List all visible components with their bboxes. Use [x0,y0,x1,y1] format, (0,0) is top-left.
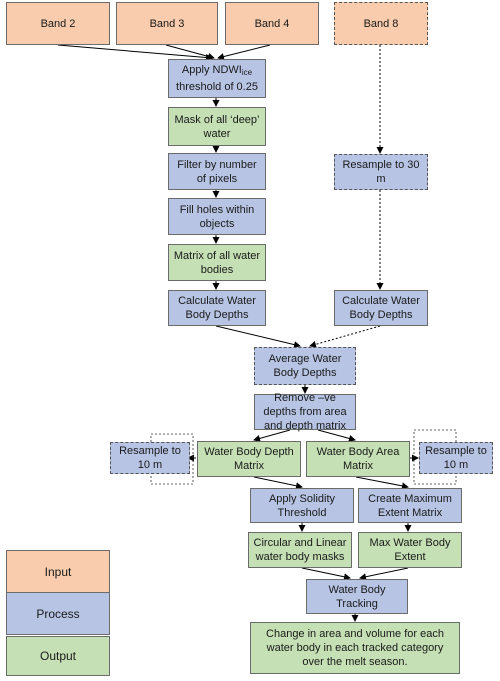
calc-depth-right-label: Calculate Water Body Depths [342,295,420,321]
band-2-label: Band 2 [40,17,76,30]
matrix-water-bodies-box: Matrix of all water bodies [168,244,266,281]
band-2-box: Band 2 [6,2,110,45]
average-depths-label: Average Water Body Depths [268,353,342,379]
edge-area-maxextent [355,476,409,490]
max-extent-matrix-label: Create Maximum Extent Matrix [368,492,452,519]
resample-30m-label: Resample to 30 m [342,159,420,185]
circular-linear-masks-box: Circular and Linear water body masks [248,532,352,568]
max-extent-label: Max Water Body Extent [369,537,451,563]
edge-band2-ndwi [57,44,213,61]
legend-output: Output [6,636,110,676]
edge-remove-depth [253,429,291,442]
calc-depth-right-box: Calculate Water Body Depths [334,290,428,326]
band-3-box: Band 3 [116,2,218,45]
filter-pixels-label: Filter by number of pixels [177,158,257,185]
depth-matrix-label: Water Body Depth Matrix [204,446,294,472]
max-extent-matrix-box: Create Maximum Extent Matrix [358,488,462,523]
calc-depth-left-box: Calculate Water Body Depths [168,290,266,326]
filter-pixels-box: Filter by number of pixels [168,153,266,190]
legend-process: Process [6,592,110,635]
mask-deep-water-box: Mask of all ‘deep’ water [168,107,266,146]
legend-output-label: Output [39,649,77,663]
fill-holes-label: Fill holes within objects [179,203,255,230]
band-8-label: Band 8 [363,17,399,30]
fill-holes-box: Fill holes within objects [168,198,266,235]
resample-10m-left-box: Resample to 10 m [110,442,190,474]
area-matrix-label: Water Body Area Matrix [316,446,400,472]
resample-10m-left-label: Resample to 10 m [119,445,181,471]
legend-process-label: Process [36,606,80,621]
tracking-label: Water Body Tracking [328,583,386,610]
edge-max-tracking [359,567,409,581]
solidity-threshold-box: Apply Solidity Threshold [250,488,354,523]
max-extent-box: Max Water Body Extent [358,532,462,568]
average-depths-box: Average Water Body Depths [254,347,356,385]
band-4-label: Band 4 [254,17,290,30]
edge-remove-area [317,429,356,442]
band-3-label: Band 3 [149,17,185,30]
change-result-box: Change in area and volume for each water… [250,622,460,674]
edge-band3-ndwi [165,44,215,60]
tracking-box: Water Body Tracking [306,579,408,614]
solidity-threshold-label: Apply Solidity Threshold [268,492,336,519]
depth-matrix-box: Water Body Depth Matrix [197,441,301,477]
edge-calcleft-average [215,325,301,349]
resample-10m-right-label: Resample to 10 m [425,445,487,471]
remove-negative-box: Remove –ve depths from area and depth ma… [254,392,356,432]
legend-input-label: Input [44,564,72,579]
mask-deep-water-label: Mask of all ‘deep’ water [174,113,260,140]
calc-depth-left-label: Calculate Water Body Depths [178,295,256,321]
edge-calcright-average [309,325,381,348]
legend-input: Input [6,550,110,593]
loop-left-resample [150,433,194,485]
change-result-label: Change in area and volume for each water… [266,628,444,668]
area-matrix-box: Water Body Area Matrix [306,441,410,477]
band-4-box: Band 4 [225,2,319,45]
edge-circ-tracking [301,567,351,581]
matrix-water-bodies-label: Matrix of all water bodies [173,249,261,276]
band-8-box: Band 8 [334,2,428,45]
resample-10m-right-box: Resample to 10 m [419,442,493,474]
circular-linear-masks-label: Circular and Linear water body masks [253,537,347,563]
edge-band4-ndwi [217,44,271,60]
remove-negative-label: Remove –ve depths from area and depth ma… [263,392,347,432]
resample-30m-box: Resample to 30 m [334,154,428,190]
edge-depth-solidity [253,476,303,490]
